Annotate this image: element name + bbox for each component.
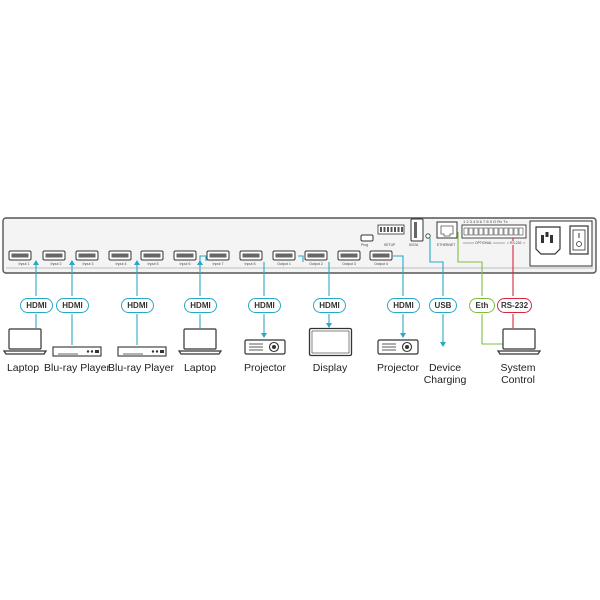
port-label-input-8: Input 8 [244,262,256,266]
eth-badge: Eth [469,298,495,313]
ethernet-label: ETHERNET [437,243,456,247]
port-label-input-2: Input 2 [50,262,62,266]
port-label-output-4: Output 4 [374,262,388,266]
device-label-projector-1: Projector [243,362,287,374]
hdmi-cables [35,238,444,345]
port-label-input-1: Input 1 [18,262,30,266]
device-label-system-control: System Control [500,362,536,386]
hdmi-badge-display: HDMI [313,298,346,313]
hdmi-badge-projector-1: HDMI [248,298,281,313]
port-label-output-3: Output 3 [342,262,356,266]
device-label-laptop-2: Laptop [183,362,217,374]
prog-label: Prog [361,243,369,247]
reset-button [425,233,431,239]
port-label-output-2: Output 2 [309,262,323,266]
usb-badge: USB [429,298,457,313]
laptop-icon [178,328,222,355]
hdmi-badge-bluray-1: HDMI [56,298,89,313]
hdmi-badge-laptop-2: HDMI [184,298,217,313]
device-label-charging: Device Charging [423,362,467,386]
laptop-icon [497,328,541,355]
bluray-player-icon [117,346,167,357]
device-label-display: Display [312,362,348,374]
power-inlet [535,226,561,255]
hdmi-badge-laptop-1: HDMI [20,298,53,313]
hdmi-port-group [8,250,393,261]
hdmi-badge-bluray-2: HDMI [121,298,154,313]
device-label-bluray-1: Blu-ray Player [44,362,110,374]
dip-levers [380,227,403,232]
port-label-input-5: Input 5 [147,262,159,266]
eth-cable [457,232,483,296]
optional-label: OPTIONAL [474,241,494,245]
bluray-player-icon [52,346,102,357]
port-label-input-7: Input 7 [212,262,224,266]
port-label-input-4: Input 4 [115,262,127,266]
hdmi-badge-projector-2: HDMI [387,298,420,313]
laptop-icon [3,328,47,355]
hdmi-port-inner [11,253,390,258]
rs232-port-label: RS-232 [509,241,523,245]
port-label-output-1: Output 1 [277,262,291,266]
setup-label: SETUP [384,243,396,247]
prog-port [360,234,374,242]
cable-arrowheads [33,260,446,347]
projector-icon [244,339,286,355]
projector-icon [377,339,419,355]
terminal-numbers: 1 2 3 4 5 6 7 8 9 G Rx Tx [463,219,508,224]
rs232-badge: RS-232 [497,298,532,313]
device-label-projector-2: Projector [376,362,420,374]
usb-a-label: 5V/2A [409,243,419,247]
device-label-laptop-1: Laptop [6,362,40,374]
port-label-input-6: Input 6 [179,262,191,266]
device-label-bluray-2: Blu-ray Player [108,362,174,374]
display-icon [308,327,353,357]
terminal-screws [463,227,524,236]
port-label-input-3: Input 3 [82,262,94,266]
